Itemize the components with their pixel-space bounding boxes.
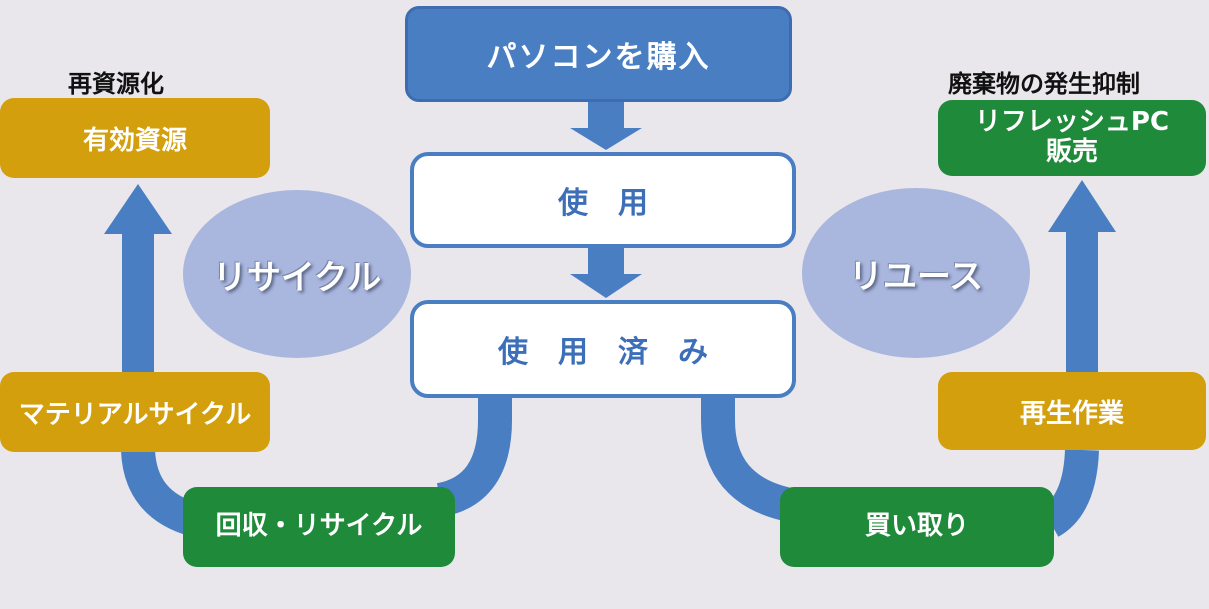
regen-work-label: 再生作業: [1019, 398, 1124, 429]
resource-box: 有効資源: [0, 98, 270, 178]
arrow-purchase-to-use: [570, 100, 642, 150]
reuse-ellipse: リユース: [802, 188, 1030, 358]
collect-recycle-box: 回収・リサイクル: [183, 487, 455, 567]
arrow-up-to-refresh: [1048, 180, 1116, 374]
material-cycle-box: マテリアルサイクル: [0, 372, 270, 452]
purchase-label: パソコンを購入: [486, 40, 711, 75]
refresh-pc-box: リフレッシュPC 販売: [938, 100, 1206, 176]
arrow-use-to-used: [570, 248, 642, 298]
material-cycle-label: マテリアルサイクル: [18, 399, 252, 430]
reuse-label: リユース: [848, 256, 984, 297]
buyback-box: 買い取り: [780, 487, 1054, 567]
arrow-up-to-resource: [104, 184, 172, 374]
used-label: 使 用 済 み: [498, 335, 708, 370]
refresh-pc-label-line2: 販売: [1045, 137, 1098, 167]
flow-used-to-buyback: [701, 398, 794, 522]
flow-buyback-to-regen: [1040, 449, 1099, 537]
buyback-label: 買い取り: [864, 511, 969, 542]
use-label: 使 用: [558, 186, 648, 221]
purchase-box: パソコンを購入: [405, 6, 792, 102]
right-caption: 廃棄物の発生抑制: [948, 70, 1140, 98]
used-box: 使 用 済 み: [410, 300, 796, 398]
left-caption: 再資源化: [68, 70, 164, 98]
collect-recycle-label: 回収・リサイクル: [215, 511, 423, 542]
recycle-ellipse: リサイクル: [183, 190, 411, 358]
use-box: 使 用: [410, 152, 796, 248]
recycle-label: リサイクル: [212, 257, 382, 298]
flow-used-to-collect: [436, 398, 512, 517]
refresh-pc-label-line1: リフレッシュPC: [974, 107, 1170, 138]
resource-label: 有効資源: [82, 125, 187, 156]
regen-work-box: 再生作業: [938, 372, 1206, 450]
